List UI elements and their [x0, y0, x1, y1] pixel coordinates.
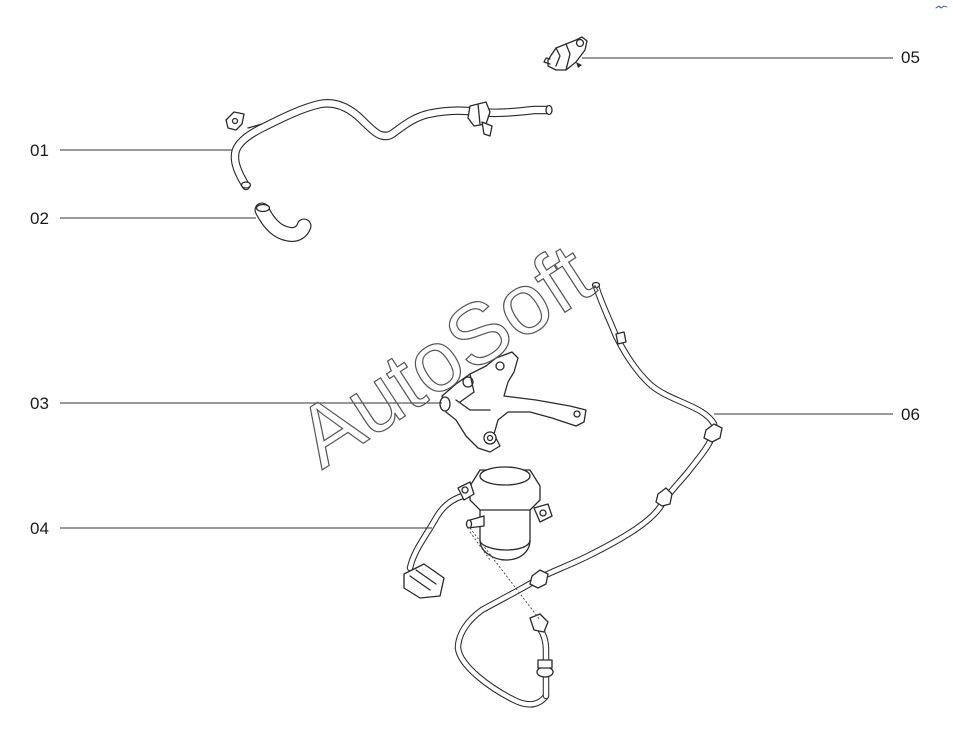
callout-03: 03 [30, 394, 49, 413]
part-04-vacuum-pump[interactable] [403, 466, 553, 621]
part-06-vacuum-line[interactable] [454, 281, 723, 708]
part-05-clip[interactable] [543, 36, 588, 71]
leader-lines [60, 57, 893, 529]
callout-02: 02 [30, 209, 49, 228]
part-01-vacuum-pipe[interactable] [225, 99, 553, 191]
part-03-bracket[interactable] [439, 351, 587, 453]
callout-04: 04 [30, 519, 49, 538]
watermark-text: AutoSoft [280, 226, 609, 486]
part-02-hose[interactable] [254, 202, 312, 242]
corner-mark [935, 5, 948, 9]
callout-labels: 01 02 03 04 05 06 [30, 48, 920, 538]
callout-01: 01 [30, 141, 49, 160]
callout-06: 06 [901, 405, 920, 424]
callout-05: 05 [901, 48, 920, 67]
